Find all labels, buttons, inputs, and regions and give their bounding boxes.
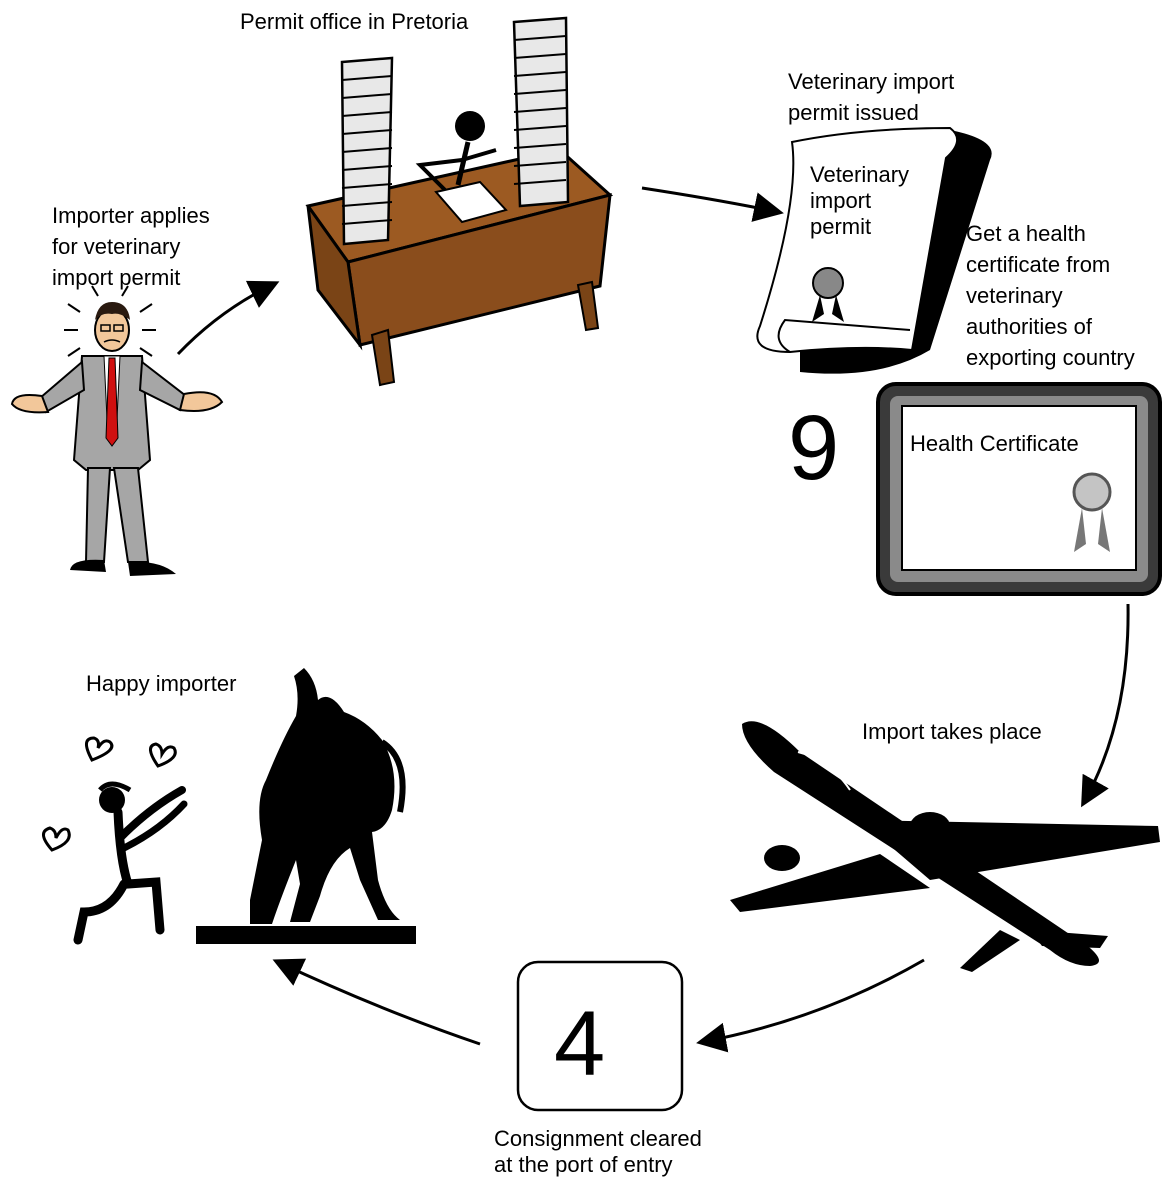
- consignment-cleared-label: Consignment cleared at the port of entry: [494, 1126, 702, 1177]
- clearance-days-box: [516, 960, 684, 1112]
- permit-issued-label: Veterinary import permit issued: [788, 69, 955, 125]
- arrow-to-permit-issued: [641, 186, 784, 222]
- arrow-to-happy-importer: [272, 958, 481, 1046]
- permit-office-desk-icon: [305, 16, 614, 387]
- health-certificate-step-label: Get a health certificate from veterinary…: [966, 221, 1135, 370]
- import-takes-place-label: Import takes place: [862, 719, 1042, 744]
- clearance-days-number: 4: [554, 993, 606, 1095]
- stressed-importer-icon: [10, 285, 224, 576]
- health-certificate-icon: [876, 382, 1162, 596]
- arrow-to-clearance: [696, 958, 925, 1053]
- permit-scroll-icon: [756, 126, 992, 374]
- arrow-to-import: [1081, 603, 1130, 808]
- happy-importer-label: Happy importer: [86, 671, 237, 696]
- certificate-title: Health Certificate: [910, 431, 1079, 456]
- airplane-icon: [730, 721, 1160, 972]
- happy-importer-icon: [42, 668, 416, 945]
- importer-applies-label: Importer applies for veterinary import p…: [52, 203, 210, 290]
- certificate-days-number: 9: [788, 397, 840, 499]
- permit-office-label: Permit office in Pretoria: [240, 9, 469, 34]
- arrow-to-permit-office: [176, 280, 280, 356]
- flow-arrows: [176, 186, 1130, 1053]
- permit-scroll-text: Veterinary import permit: [810, 162, 910, 239]
